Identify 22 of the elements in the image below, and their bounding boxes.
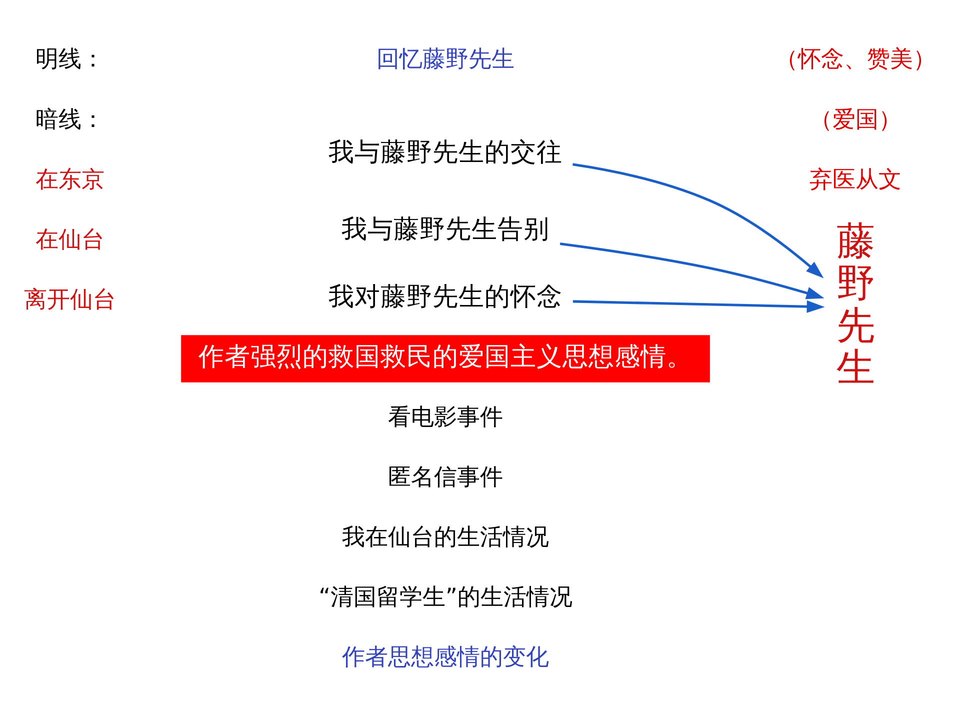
label: 我在仙台的生活情况 <box>342 524 550 550</box>
label: 在东京 <box>35 166 104 193</box>
label: 看电影事件 <box>388 404 504 430</box>
label: 弃医从文 <box>810 166 902 193</box>
label: 回忆藤野先生 <box>376 46 515 73</box>
node-text: 藤野先生 <box>836 218 875 390</box>
arrow <box>560 242 824 300</box>
label: 明线： <box>35 46 104 73</box>
arrow <box>572 163 824 278</box>
node-box: 作者强烈的救国救民的爱国主义思想感情。 <box>181 335 710 382</box>
node-text: 我与藤野先生的交往 <box>328 138 563 168</box>
arrow <box>572 300 825 313</box>
label: “清国留学生”的生活情况 <box>318 584 572 610</box>
label: （怀念、赞美） <box>775 46 936 73</box>
label: （爱国） <box>810 106 902 133</box>
node-text: 我与藤野先生告别 <box>342 214 550 244</box>
label: 暗线： <box>35 106 104 133</box>
label: 离开仙台 <box>24 286 116 313</box>
label: 在仙台 <box>35 226 104 253</box>
node-text: 我对藤野先生的怀念 <box>328 282 563 312</box>
label: 作者思想感情的变化 <box>342 644 550 671</box>
label: 匿名信事件 <box>388 464 504 490</box>
